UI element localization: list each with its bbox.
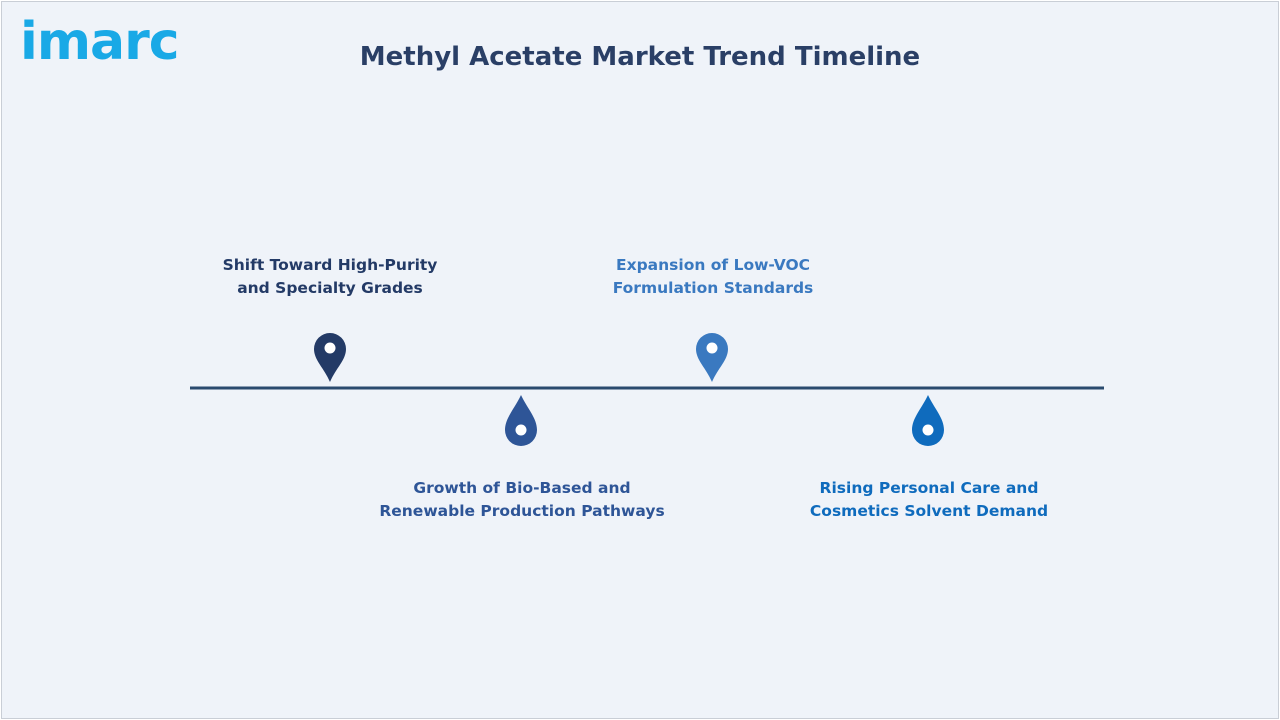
milestone-label-3-line-2: Formulation Standards: [612, 279, 814, 297]
milestone-label-4: Rising Personal Care and Cosmetics Solve…: [769, 477, 1089, 523]
map-pin-icon: [314, 333, 346, 382]
drop-pin-icon: [505, 395, 537, 446]
milestone-label-2: Growth of Bio-Based and Renewable Produc…: [362, 477, 682, 523]
milestone-label-4-line-2: Cosmetics Solvent Demand: [809, 502, 1049, 520]
imarc-logo: imarc: [20, 16, 205, 82]
milestone-marker-1: [314, 333, 346, 382]
milestone-marker-2: [505, 395, 537, 446]
milestone-label-1: Shift Toward High-Purity and Specialty G…: [170, 254, 490, 300]
milestone-label-4-line-1: Rising Personal Care and: [819, 479, 1039, 497]
milestone-label-1-line-2: and Specialty Grades: [237, 279, 423, 297]
milestone-marker-3: [696, 333, 728, 382]
logo-text: imarc: [20, 12, 180, 72]
drop-pin-icon: [912, 395, 944, 446]
milestone-label-3: Expansion of Low-VOC Formulation Standar…: [553, 254, 873, 300]
milestone-label-1-line-1: Shift Toward High-Purity: [222, 256, 438, 274]
milestone-label-2-line-1: Growth of Bio-Based and: [413, 479, 631, 497]
page-title: Methyl Acetate Market Trend Timeline: [359, 42, 921, 72]
milestone-label-3-line-1: Expansion of Low-VOC: [615, 256, 810, 274]
milestone-label-2-line-2: Renewable Production Pathways: [379, 502, 665, 520]
map-pin-icon: [696, 333, 728, 382]
milestone-marker-4: [912, 395, 944, 446]
